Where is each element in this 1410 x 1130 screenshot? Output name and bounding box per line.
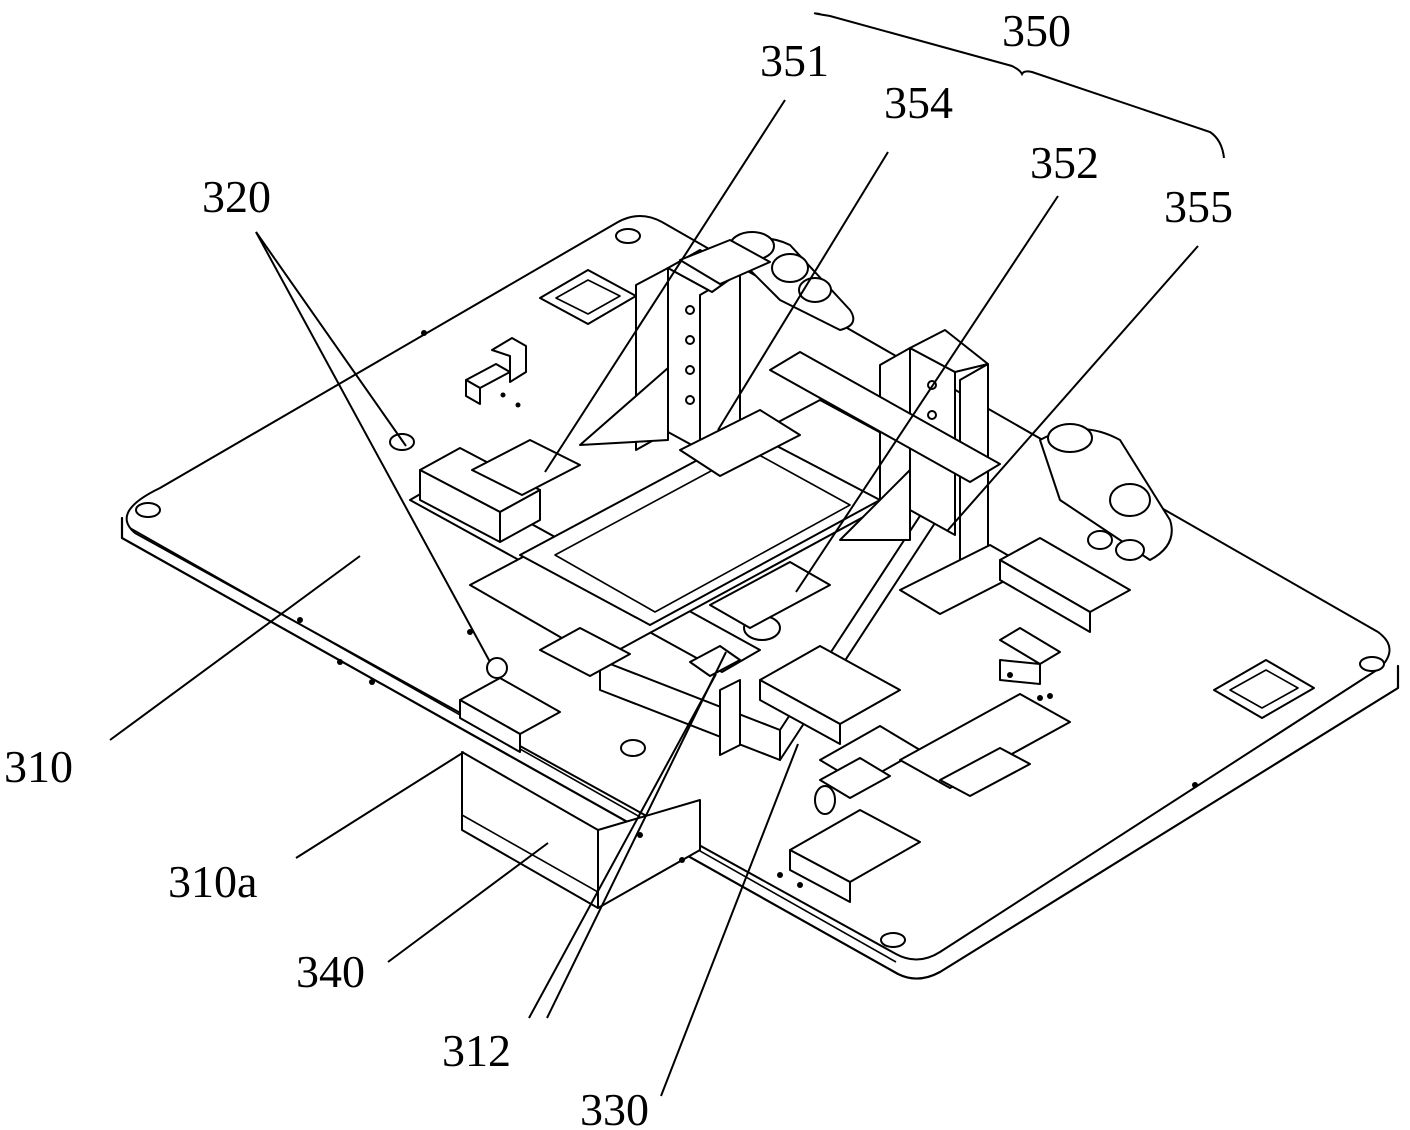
- label-354: 354: [884, 77, 953, 128]
- label-355: 355: [1164, 181, 1233, 232]
- clamp-assembly: [409, 399, 951, 785]
- label-310: 310: [4, 741, 73, 792]
- cable-chain-355: [1039, 423, 1173, 561]
- label-312: 312: [442, 1025, 511, 1076]
- label-352: 352: [1030, 137, 1099, 188]
- brace-350: [813, 12, 1225, 159]
- label-320: 320: [202, 171, 271, 222]
- right-rails: [769, 351, 1131, 903]
- label-351: 351: [760, 35, 829, 86]
- lower-box: [461, 751, 701, 909]
- tower-351: [579, 249, 801, 477]
- label-350: 350: [1002, 5, 1071, 56]
- label-340: 340: [296, 946, 365, 997]
- leader-lines: [109, 99, 1199, 1097]
- small-bracket: [465, 337, 527, 408]
- label-330: 330: [580, 1084, 649, 1130]
- label-310a: 310a: [168, 856, 257, 907]
- reference-numerals: 350 351 354 352 355 320 310 310a 340 312…: [4, 5, 1233, 1130]
- cable-chain-354: [679, 231, 855, 331]
